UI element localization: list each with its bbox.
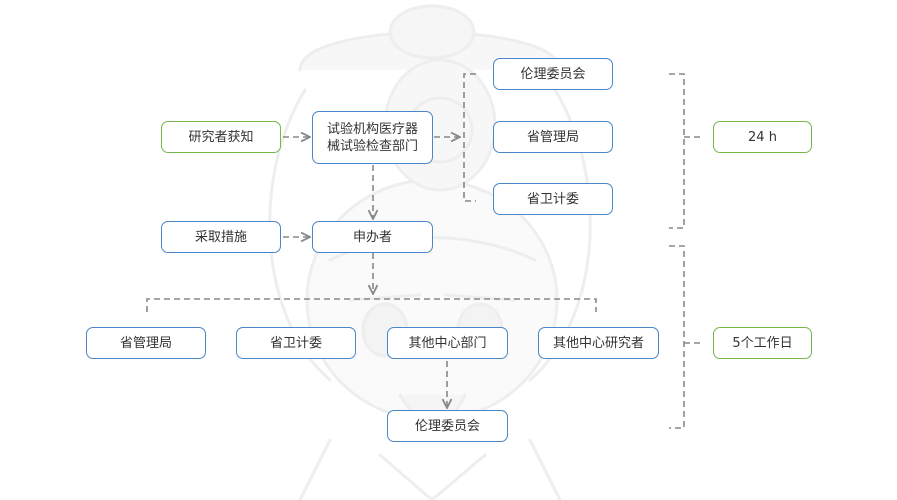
- time-24h-box: 24 h: [713, 121, 812, 153]
- provincial-health-bottom-box: 省卫计委: [236, 327, 356, 359]
- time-5-days-box: 5个工作日: [713, 327, 812, 359]
- institution-dept-label-line2: 械试验检查部门: [326, 138, 418, 154]
- provincial-health-bottom-label: 省卫计委: [269, 335, 322, 351]
- ethics-committee-top-label: 伦理委员会: [520, 66, 586, 82]
- provincial-admin-bottom-box: 省管理局: [86, 327, 206, 359]
- other-center-depts-label: 其他中心部门: [408, 335, 487, 351]
- other-center-researchers-label: 其他中心研究者: [552, 335, 644, 351]
- other-center-researchers-box: 其他中心研究者: [538, 327, 659, 359]
- institution-dept-label-line1: 试验机构医疗器: [326, 121, 418, 137]
- time-5-days-label: 5个工作日: [732, 335, 793, 351]
- provincial-admin-bottom-label: 省管理局: [119, 335, 172, 351]
- ethics-committee-top-box: 伦理委员会: [493, 58, 613, 90]
- distribution-bus: [146, 298, 597, 312]
- bracket-5-days: [669, 245, 685, 429]
- sponsor-box: 申办者: [312, 221, 433, 253]
- time-24h-label: 24 h: [748, 129, 777, 145]
- institution-dept-box: 试验机构医疗器 械试验检查部门: [312, 111, 433, 164]
- other-center-depts-box: 其他中心部门: [387, 327, 508, 359]
- provincial-health-top-box: 省卫计委: [493, 183, 613, 215]
- provincial-admin-top-label: 省管理局: [526, 129, 579, 145]
- provincial-admin-top-box: 省管理局: [493, 121, 613, 153]
- bracket-reporting-targets: [463, 73, 476, 202]
- researcher-aware-box: 研究者获知: [161, 121, 281, 153]
- ethics-committee-bottom-box: 伦理委员会: [387, 410, 508, 442]
- take-measures-box: 采取措施: [161, 221, 281, 253]
- provincial-health-top-label: 省卫计委: [526, 191, 579, 207]
- researcher-aware-label: 研究者获知: [188, 129, 254, 145]
- sponsor-label: 申办者: [352, 229, 392, 245]
- ethics-committee-bottom-label: 伦理委员会: [414, 418, 480, 434]
- bracket-24h: [669, 73, 685, 229]
- take-measures-label: 采取措施: [194, 229, 247, 245]
